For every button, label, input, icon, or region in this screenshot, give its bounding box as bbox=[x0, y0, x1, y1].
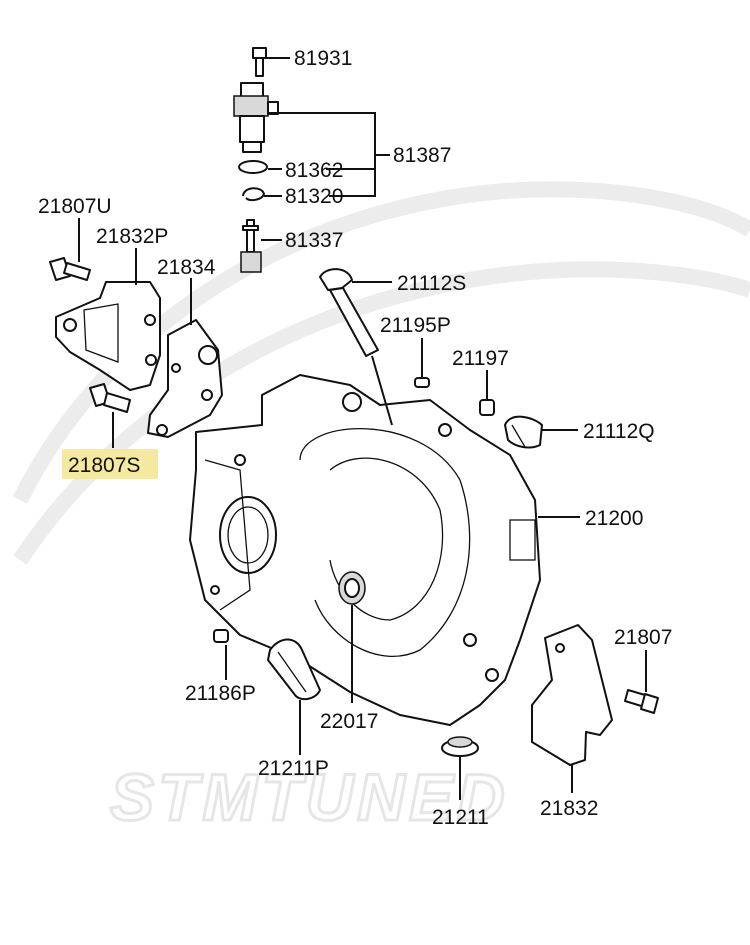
part-81387-speed-sensor bbox=[233, 82, 279, 153]
highlight-21807S bbox=[62, 449, 158, 479]
part-21807S-bolt bbox=[89, 383, 131, 413]
leader-lines bbox=[78, 57, 647, 800]
label-21807: 21807 bbox=[614, 626, 672, 649]
label-21807U: 21807U bbox=[38, 195, 112, 218]
label-21211: 21211 bbox=[432, 806, 489, 829]
part-21834-bracket bbox=[147, 319, 223, 438]
part-21832-bracket bbox=[531, 624, 613, 766]
part-21807-bolt bbox=[624, 689, 659, 714]
part-21112S-filler bbox=[319, 268, 379, 357]
label-81931: 81931 bbox=[294, 47, 352, 70]
label-81337: 81337 bbox=[285, 229, 343, 252]
part-21211P-plug bbox=[267, 638, 321, 701]
part-21807U-bolt bbox=[49, 257, 91, 281]
label-81320: 81320 bbox=[285, 185, 343, 208]
label-81387: 81387 bbox=[393, 144, 451, 167]
part-21195P-pin bbox=[414, 377, 430, 388]
label-21807S: 21807S bbox=[68, 454, 140, 477]
label-21186P: 21186P bbox=[185, 682, 256, 705]
label-21112S: 21112S bbox=[397, 272, 466, 295]
label-22017: 22017 bbox=[320, 710, 378, 733]
watermark: STMTUNED bbox=[12, 181, 750, 836]
bracket-81387 bbox=[268, 112, 376, 197]
part-81337-gear-shaft bbox=[240, 219, 262, 273]
label-21200: 21200 bbox=[585, 507, 643, 530]
part-81362-o-ring bbox=[238, 160, 268, 174]
part-labels: 81931 81387 81362 81320 81337 21807U 218… bbox=[38, 47, 672, 829]
part-21112Q-breather bbox=[504, 415, 543, 449]
part-21200-transmission-case bbox=[189, 374, 541, 726]
label-21197: 21197 bbox=[452, 347, 509, 370]
label-21832: 21832 bbox=[540, 797, 598, 820]
part-21197-plug bbox=[479, 399, 495, 416]
label-21211P: 21211P bbox=[258, 757, 329, 780]
label-21195P: 21195P bbox=[380, 314, 451, 337]
label-21832P: 21832P bbox=[96, 225, 168, 248]
part-81931-bolt bbox=[252, 47, 267, 77]
part-22017-oil-seal bbox=[338, 571, 366, 605]
part-21832P-bracket bbox=[55, 281, 161, 391]
watermark-text: STMTUNED bbox=[110, 760, 509, 834]
part-81320-snap-ring bbox=[242, 187, 266, 202]
label-21112Q: 21112Q bbox=[583, 420, 655, 443]
watermark-swoosh-bottom bbox=[13, 261, 750, 565]
part-21186P-pin bbox=[213, 629, 229, 643]
label-21834: 21834 bbox=[157, 256, 216, 279]
part-21211-grommet bbox=[441, 736, 479, 757]
label-81362: 81362 bbox=[285, 159, 343, 182]
